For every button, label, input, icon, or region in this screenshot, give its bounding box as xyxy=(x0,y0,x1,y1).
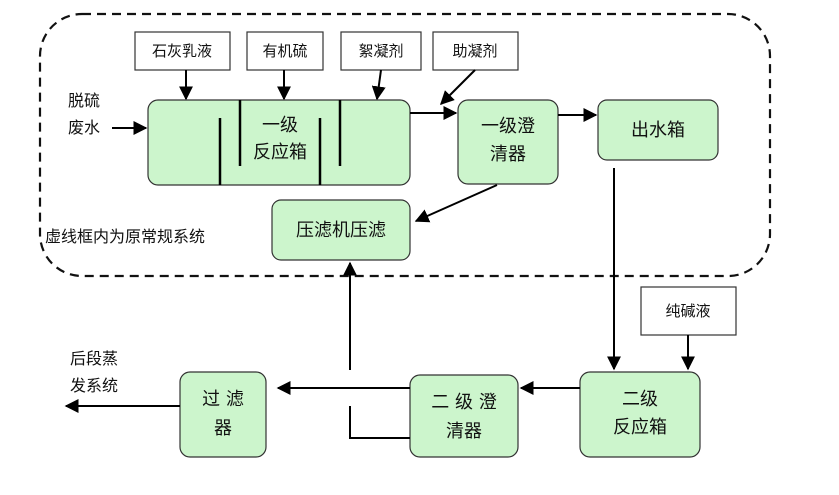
filter-press: 压滤机压滤 xyxy=(271,199,411,261)
outlet-tank: 出水箱 xyxy=(597,99,719,161)
filter: 过 滤 器 xyxy=(179,371,267,458)
outflow-label-line1: 后段蒸 xyxy=(70,349,118,368)
primary-clarifier-line1: 一级澄 xyxy=(481,116,535,137)
outlet-tank-label: 出水箱 xyxy=(631,120,685,141)
reagent-soda-solution: 纯碱液 xyxy=(640,286,737,336)
secondary-clarifier-line1: 二 级 澄 xyxy=(431,392,496,413)
reagent-lime-milk: 石灰乳液 xyxy=(134,31,231,71)
filter-line2: 器 xyxy=(214,418,232,439)
reagent-organosulfide-label: 有机硫 xyxy=(262,42,307,60)
secondary-reactor: 二级 反应箱 xyxy=(579,371,701,458)
primary-clarifier-line2: 清器 xyxy=(490,144,526,165)
secondary-clarifier-line2: 清器 xyxy=(446,421,482,442)
reagent-organosulfide: 有机硫 xyxy=(246,31,324,71)
reagent-lime-milk-label: 石灰乳液 xyxy=(152,42,212,60)
filter-press-label: 压滤机压滤 xyxy=(296,220,386,241)
arrow-clarifier-to-filter-press xyxy=(414,184,498,223)
secondary-clarifier: 二 级 澄 清器 xyxy=(409,374,519,458)
reagent-flocculant-label: 絮凝剂 xyxy=(358,42,403,60)
arrow-flocculant-to-reactor xyxy=(371,69,386,101)
primary-reactor: 一级 反应箱 xyxy=(147,99,411,186)
inflow-label-line2: 废水 xyxy=(68,118,100,137)
boundary-label: 虚线框内为原常规系统 xyxy=(45,227,205,246)
conventional-system-boundary xyxy=(38,12,772,278)
secondary-reactor-line1: 二级 xyxy=(622,389,658,410)
primary-reactor-line1: 一级 xyxy=(262,115,298,136)
arrow-coagulant-to-clarifier xyxy=(440,69,476,105)
reagent-soda-label: 纯碱液 xyxy=(665,302,710,320)
outflow-label-line2: 发系统 xyxy=(70,376,118,395)
inflow-label-line1: 脱硫 xyxy=(68,91,100,110)
filter-line1: 过 滤 xyxy=(202,389,244,410)
reagent-coagulant-aid: 助凝剂 xyxy=(432,31,519,71)
reagent-coagulant-aid-label: 助凝剂 xyxy=(452,42,497,60)
reagent-flocculant: 絮凝剂 xyxy=(340,31,422,71)
sludge-return-lower xyxy=(349,406,410,439)
primary-clarifier: 一级澄 清器 xyxy=(457,99,559,185)
secondary-reactor-line2: 反应箱 xyxy=(613,417,667,438)
primary-reactor-line2: 反应箱 xyxy=(253,142,307,163)
